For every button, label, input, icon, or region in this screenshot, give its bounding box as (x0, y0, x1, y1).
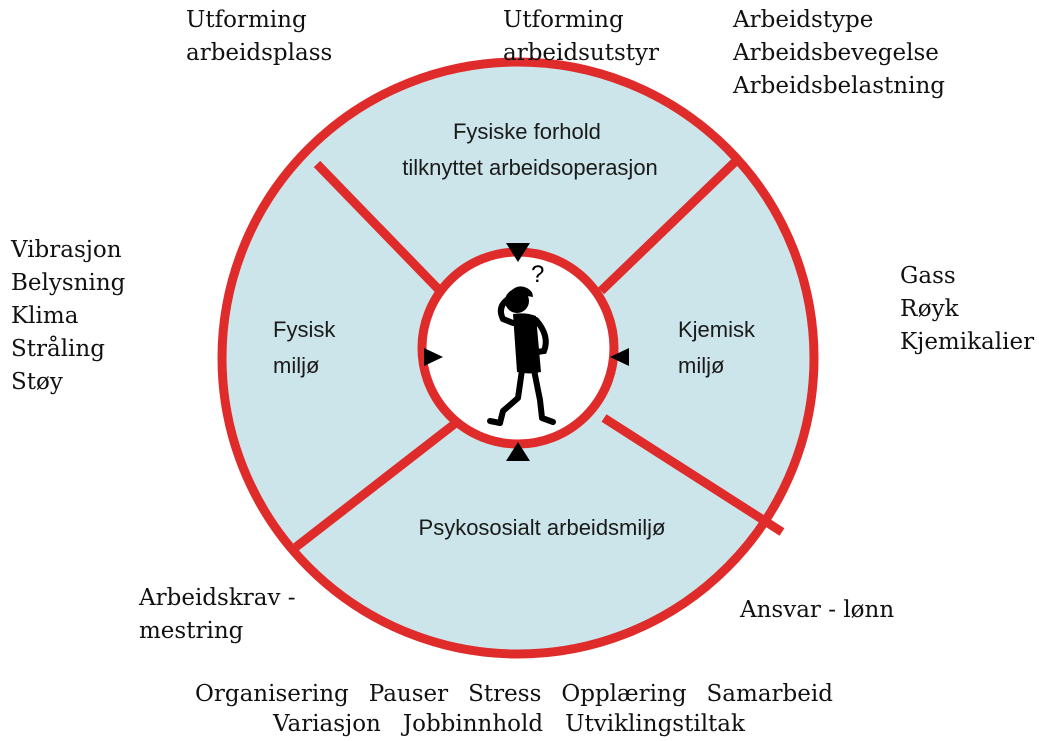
label-line: arbeidsplass (186, 40, 333, 66)
label-top-right: Arbeidstype Arbeidsbevegelse Arbeidsbela… (733, 4, 945, 103)
label-top-left: Utforming arbeidsplass (186, 4, 332, 70)
label-line: Kjemikalier (900, 329, 1035, 355)
label-line: Arbeidstype (733, 7, 874, 33)
segment-left-line2: miljø (273, 353, 319, 378)
label-top-center: Utforming arbeidsutstyr (503, 4, 659, 70)
segment-top-label: Fysiske forhold tilknyttet arbeidsoperas… (402, 119, 658, 180)
label-word: Variasjon (273, 711, 381, 737)
label-bottom-row1: Organisering Pauser Stress Opplæring Samarbe… (195, 678, 833, 711)
label-line: Ansvar - lønn (740, 597, 895, 623)
triangle-arrow-icon (506, 442, 530, 461)
segment-right-line1: Kjemisk (678, 317, 756, 342)
segment-top-line1: Fysiske forhold (453, 119, 601, 144)
label-line: Utforming (503, 7, 624, 33)
label-left: Vibrasjon Belysning Klima Stråling Støy (11, 234, 125, 399)
divider-top-left (313, 160, 448, 299)
label-line: Støy (11, 369, 63, 395)
question-mark-text: ? (531, 261, 544, 288)
divider-lines (293, 154, 785, 551)
label-bottom-left: Arbeidskrav - mestring (139, 582, 296, 648)
label-line: Arbeidskrav - (139, 585, 296, 611)
label-line: Belysning (11, 270, 126, 296)
segment-right-line2: miljø (678, 353, 724, 378)
triangle-arrow-icon (506, 243, 530, 262)
thinking-figure-icon: ? (487, 261, 556, 426)
label-line: mestring (139, 618, 244, 644)
label-word: Utviklingstiltak (565, 711, 745, 737)
label-word: Organisering (195, 681, 349, 707)
label-right: Gass Røyk Kjemikalier (900, 260, 1034, 359)
segment-bottom-label: Psykososialt arbeidsmiljø (419, 515, 666, 540)
arrow-markers (424, 243, 629, 461)
segment-left-line1: Fysisk (273, 317, 336, 342)
label-line: Gass (900, 263, 956, 289)
label-line: Arbeidsbevegelse (733, 40, 939, 66)
label-word: Jobbinnhold (402, 711, 544, 737)
label-line: Utforming (186, 7, 307, 33)
label-bottom-row2: Variasjon Jobbinnhold Utviklingstiltak (273, 708, 745, 741)
triangle-arrow-icon (424, 348, 443, 366)
label-line: Stråling (11, 336, 105, 362)
label-word: Stress (468, 681, 542, 707)
label-word: Pauser (368, 681, 449, 707)
divider-bottom-right (601, 414, 785, 536)
label-line: Klima (11, 303, 79, 329)
segment-top-line2: tilknyttet arbeidsoperasjon (402, 155, 658, 180)
label-line: Vibrasjon (11, 237, 122, 263)
segment-left-label: Fysisk miljø (273, 317, 341, 378)
label-word: Opplæring (561, 681, 687, 707)
triangle-arrow-icon (610, 348, 629, 366)
segment-right-label: Kjemisk miljø (678, 317, 761, 378)
label-line: Røyk (900, 296, 959, 322)
label-word: Samarbeid (706, 681, 833, 707)
divider-top-right (597, 154, 743, 295)
label-bottom-right: Ansvar - lønn (740, 594, 894, 627)
label-line: Arbeidsbelastning (733, 73, 945, 99)
label-line: arbeidsutstyr (503, 40, 660, 66)
divider-bottom-left (293, 418, 460, 551)
